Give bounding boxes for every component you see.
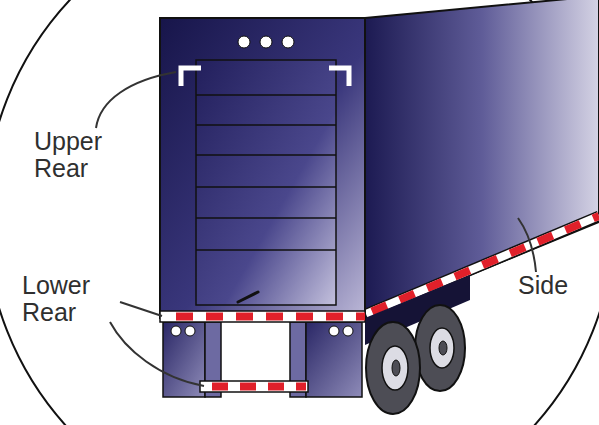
callout-label: Lower Rear — [22, 272, 110, 326]
rear-hub-center — [439, 341, 447, 355]
lower-rear-tape-red — [176, 313, 365, 321]
tail-light — [343, 326, 353, 336]
front-tire — [366, 322, 420, 414]
door-slats — [196, 95, 336, 250]
lower-rear-tape — [160, 311, 365, 322]
tail-light — [185, 326, 195, 336]
side-tape-red — [372, 216, 599, 312]
lower-rear-tape-red — [212, 383, 306, 391]
upper-rear-tape — [181, 68, 201, 86]
trailer-side — [365, 0, 599, 318]
mud-flap — [306, 322, 362, 397]
clearance-light — [260, 36, 272, 48]
rear-hub — [430, 328, 454, 368]
trailer-rear — [160, 18, 365, 318]
callout-label: Upper Rear — [34, 128, 116, 182]
clearance-light — [282, 36, 294, 48]
door-handle — [238, 292, 258, 302]
side-tape — [366, 216, 599, 314]
clearance-light — [238, 36, 250, 48]
leader-line — [110, 322, 204, 386]
front-hub — [382, 346, 408, 390]
leader-line — [518, 218, 536, 272]
roll-door — [196, 60, 336, 305]
upper-rear-tape — [329, 68, 349, 86]
tail-light — [171, 326, 181, 336]
lower-rear-tape — [200, 381, 308, 392]
rear-tire — [415, 305, 465, 391]
leader-line — [120, 302, 162, 316]
callout-label: Side — [518, 272, 594, 299]
front-hub-center — [392, 360, 400, 376]
side-tape-edge — [366, 216, 599, 314]
leader-line — [96, 72, 176, 128]
tail-light — [329, 326, 339, 336]
